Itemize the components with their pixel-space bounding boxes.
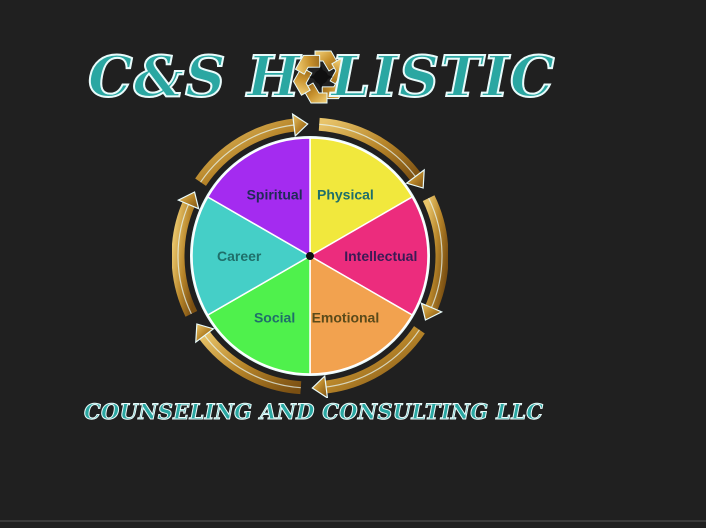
logo-title: C&S H <box>87 42 558 112</box>
bottom-divider <box>0 520 706 522</box>
ring-arrow-outline-4 <box>177 202 192 315</box>
ring-arrow-outline-1 <box>428 197 443 310</box>
ring-arrowhead-0 <box>405 168 425 189</box>
ring-arrow-outline-3 <box>202 333 301 389</box>
gold-spiral-arrows-icon <box>292 48 350 106</box>
wheel-label-physical: Physical <box>317 187 374 203</box>
wheel-label-intellectual: Intellectual <box>344 248 417 264</box>
wheel-label-spiritual: Spiritual <box>247 187 303 203</box>
wheel-segment-social <box>206 254 311 375</box>
logo-title-left: C&S H <box>87 43 301 111</box>
wheel-segment-physical <box>309 137 414 258</box>
logo-title-right: LISTIC <box>330 43 556 111</box>
wheel-label-social: Social <box>254 309 295 325</box>
wheel-label-emotional: Emotional <box>312 309 380 325</box>
wheel-center-dot <box>306 252 314 260</box>
wheel-segment-emotional <box>309 254 414 375</box>
ring-arrowhead-4 <box>176 191 200 210</box>
ring-arrowhead-5 <box>291 112 309 138</box>
wheel-ring <box>172 112 448 398</box>
ring-arrow-outline-0 <box>319 123 418 179</box>
wheel-segment-spiritual <box>206 137 311 258</box>
wheel-segment-intellectual <box>308 195 429 317</box>
ring-arrow-outline-2 <box>323 329 420 388</box>
ring-arrowhead-1 <box>420 302 444 321</box>
ring-arrow-outline-5 <box>200 124 297 183</box>
wheel-label-career: Career <box>217 248 262 264</box>
wheel-segment-career <box>191 195 312 317</box>
ring-arrowhead-2 <box>311 374 329 398</box>
ring-arrowhead-3 <box>195 323 215 344</box>
logo-subtitle: COUNSELING AND CONSULTING LLC <box>84 399 544 425</box>
